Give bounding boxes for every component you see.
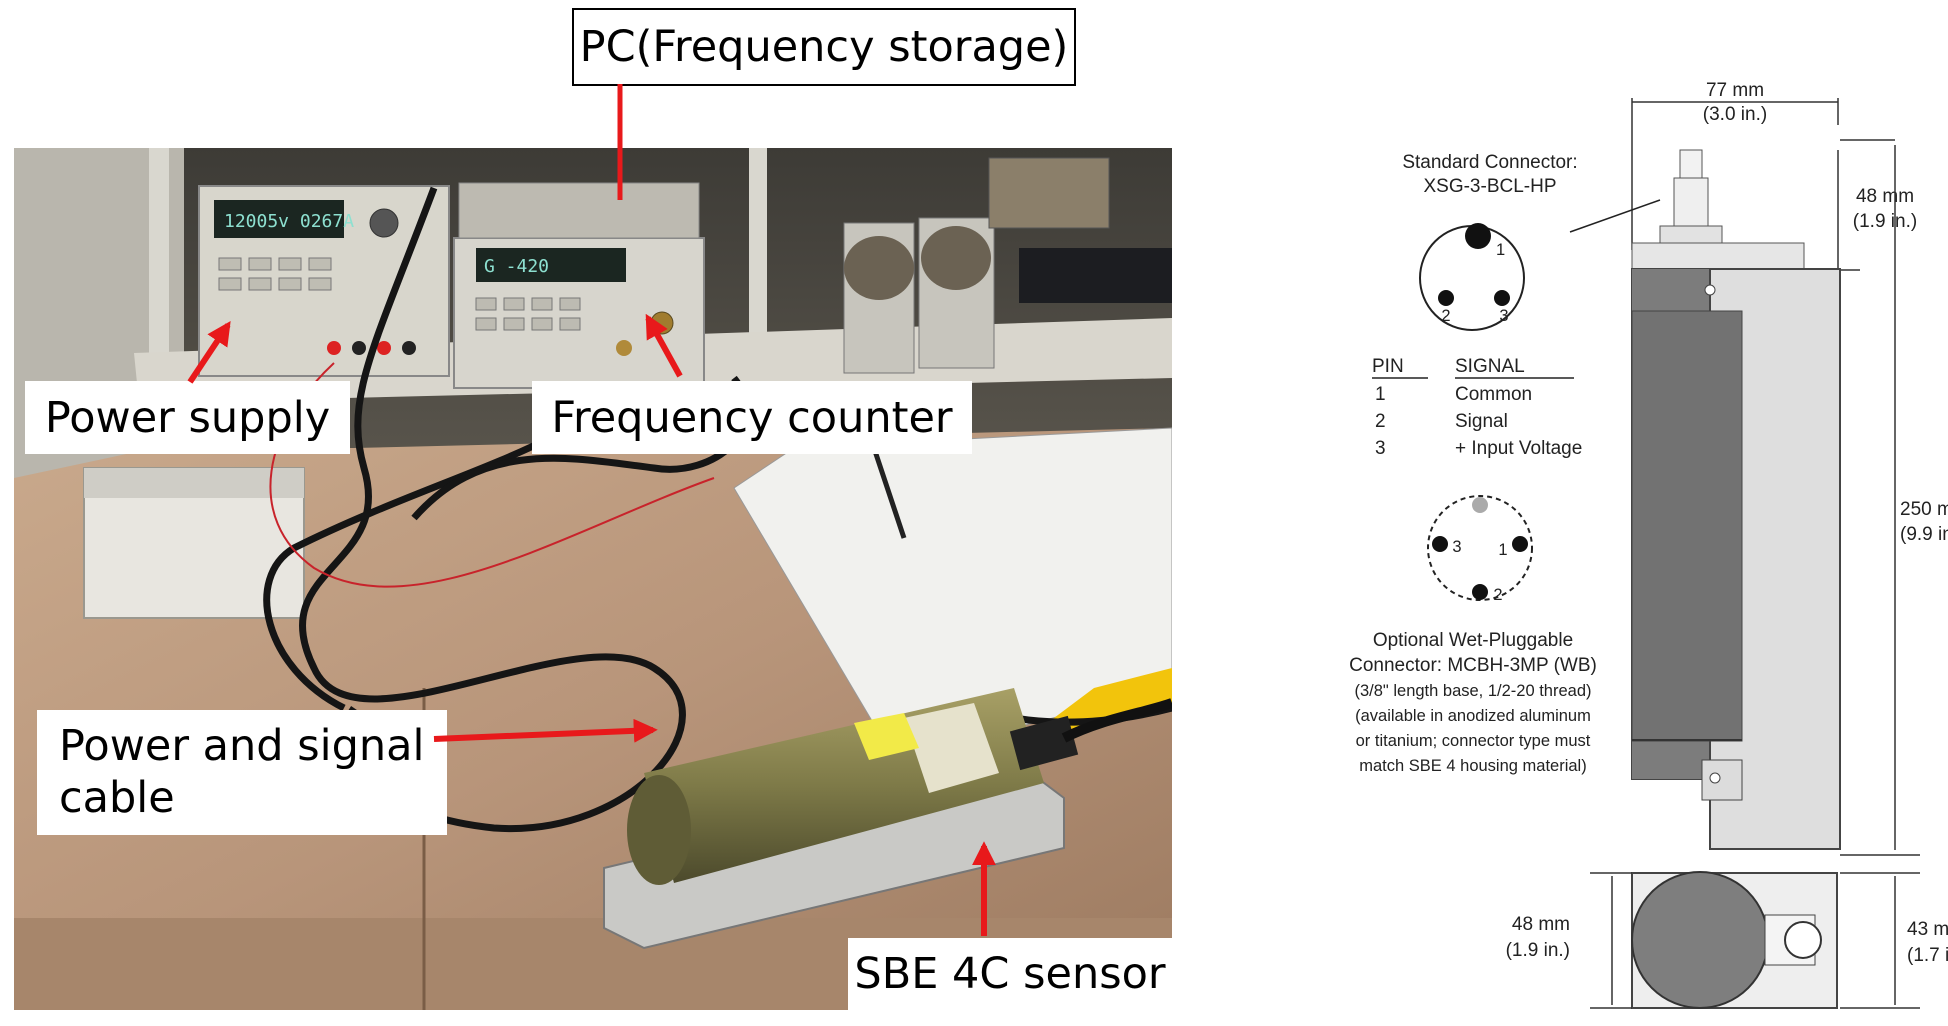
pin-table-rows: 1 Common 2 Signal 3 + Input Voltage (1375, 384, 1582, 459)
pin-header: PIN (1372, 356, 1404, 377)
pin-row-3-pin: 3 (1375, 438, 1386, 459)
bottom-width-mm: 48 mm (1512, 914, 1570, 935)
cable-arrow (433, 718, 658, 743)
std-pin-2: 2 (1441, 307, 1450, 325)
pin-row-2-signal: Signal (1455, 411, 1508, 432)
connector-height-mm: 48 mm (1856, 186, 1914, 207)
width-top-in: (3.0 in.) (1703, 104, 1767, 125)
optional-line-1: Optional Wet-Pluggable (1373, 630, 1573, 651)
pin-row-1-pin: 1 (1375, 384, 1386, 405)
width-top-mm: 77 mm (1706, 80, 1764, 101)
pin-row-3-signal: + Input Voltage (1455, 438, 1582, 459)
power-supply-label: Power supply (25, 381, 350, 454)
power-supply-arrow (187, 321, 231, 384)
lab-photo-illustration: 12005v 0267A G -420 (14, 148, 1172, 1010)
pin-row-1-signal: Common (1455, 384, 1532, 405)
motor-units (843, 157, 1172, 374)
std-pin-3: 3 (1499, 307, 1508, 325)
optional-line-6: match SBE 4 housing material) (1359, 757, 1586, 775)
dimension-svg: 77 mm (3.0 in.) 48 mm (1.9 in.) (1349, 80, 1948, 1009)
optional-line-2: Connector: MCBH-3MP (WB) (1349, 655, 1597, 676)
cable-label: Power and signal cable (37, 710, 447, 835)
pc-frequency-storage-label: PC(Frequency storage) (572, 8, 1076, 86)
lab-setup-photo: 12005v 0267A G -420 (14, 148, 1172, 1010)
power-supply-display: 12005v 0267A (224, 211, 354, 232)
frequency-counter-label: Frequency counter (532, 381, 972, 454)
sensor-housing (1631, 268, 1841, 850)
std-pin-1: 1 (1496, 241, 1505, 259)
pc-label-text: PC(Frequency storage) (579, 22, 1069, 72)
frequency-counter-device: G -420 (453, 237, 705, 389)
bottom-width-in: (1.9 in.) (1506, 940, 1570, 961)
cable-label-line2: cable (59, 773, 175, 823)
shelf-post (149, 148, 169, 388)
bottom-view (1631, 871, 1838, 1009)
std-connector-part: XSG-3-BCL-HP (1423, 176, 1556, 197)
top-connector (1631, 149, 1805, 270)
sbe4c-sensor (603, 688, 1172, 950)
std-connector-title: Standard Connector: (1402, 152, 1577, 173)
connector-leader (1569, 199, 1661, 233)
bottom-depth-mm: 43 mm (1907, 919, 1948, 940)
power-supply-device: 12005v 0267A (198, 185, 450, 377)
optional-line-4: (available in anodized aluminum (1355, 707, 1591, 725)
pin-row-2-pin: 2 (1375, 411, 1386, 432)
shelf-post (749, 148, 767, 378)
wet-pin-2: 2 (1493, 586, 1502, 604)
cable-label-line1: Power and signal (59, 721, 425, 771)
wet-pin-3: 3 (1452, 538, 1461, 556)
frequency-counter-display: G -420 (484, 256, 549, 277)
bottom-depth-in: (1.7 in.) (1907, 945, 1948, 966)
sensor-dimension-drawing: 77 mm (3.0 in.) 48 mm (1.9 in.) (1240, 0, 1948, 1021)
sensor-label: SBE 4C sensor (848, 938, 1172, 1010)
signal-header: SIGNAL (1455, 356, 1525, 377)
standard-connector-face (1419, 223, 1525, 331)
keyboard (1019, 248, 1172, 303)
body-height-mm: 250 mm (1900, 499, 1948, 520)
connector-height-in: (1.9 in.) (1853, 211, 1917, 232)
body-height-in: (9.9 in.) (1900, 524, 1948, 545)
wet-pluggable-connector-face (1427, 495, 1533, 601)
pc-unit (458, 182, 700, 239)
optional-line-3: (3/8" length base, 1/2-20 thread) (1354, 682, 1591, 700)
frequency-counter-arrow (645, 313, 683, 378)
wet-pin-1: 1 (1498, 541, 1507, 559)
optional-line-5: or titanium; connector type must (1356, 732, 1591, 750)
